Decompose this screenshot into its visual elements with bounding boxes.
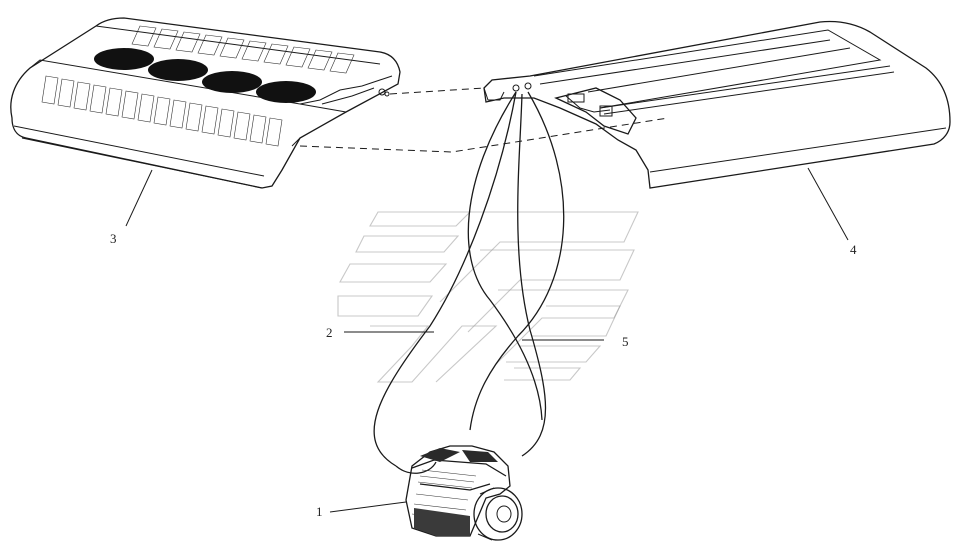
hose-assembly bbox=[373, 91, 565, 474]
part-4-condenser-cover bbox=[483, 20, 951, 189]
callout-5: 5 bbox=[622, 334, 629, 349]
callout-2: 2 bbox=[326, 325, 333, 340]
logo-watermark-icon bbox=[337, 211, 639, 383]
part-1-compressor bbox=[405, 445, 523, 541]
dashed-connection-lines bbox=[299, 87, 669, 153]
callout-3: 3 bbox=[110, 231, 117, 246]
condenser-fan-icon bbox=[94, 48, 316, 103]
callout-1: 1 bbox=[316, 504, 323, 519]
part-3-evaporator-unit bbox=[10, 17, 401, 189]
leader-lines bbox=[125, 167, 849, 513]
callout-4: 4 bbox=[850, 242, 857, 257]
